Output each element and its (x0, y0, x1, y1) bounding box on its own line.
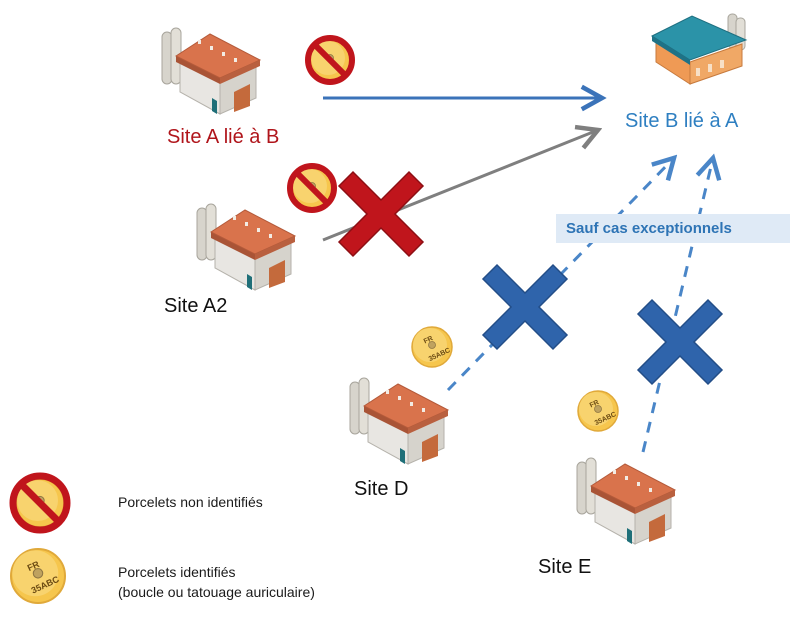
barn-icon-site-a (161, 27, 261, 115)
barn-icon-site-e (576, 457, 676, 545)
site-e-label: Site E (538, 556, 592, 578)
red-cross-icon (338, 171, 424, 257)
barn-icon-site-a2 (196, 203, 296, 291)
legend-identified-line2: (boucle ou tatouage auriculaire) (118, 584, 315, 600)
ear-tag-icon-site-e: FR 35ABC (577, 390, 619, 432)
arrow-e-to-b (641, 158, 713, 453)
tag-line1: FR (589, 399, 600, 409)
exception-note: Sauf cas exceptionnels (556, 214, 790, 243)
blue-cross-icon-e (637, 299, 723, 385)
barn-icon-site-d (349, 377, 449, 465)
forbidden-sign-icon-legend (9, 472, 71, 534)
site-d-label: Site D (354, 478, 409, 500)
ear-tag-icon-site-d: FR 35ABC (411, 326, 453, 368)
tag-line1: FR (26, 559, 42, 573)
tag-line1: FR (423, 335, 434, 345)
site-b-label: Site B lié à A (625, 110, 739, 132)
site-a-label: Site A lié à B (167, 126, 280, 148)
legend-identified-line1: Porcelets identifiés (118, 564, 236, 580)
barn-icon-site-b (651, 13, 747, 85)
forbidden-sign-icon-site-a (305, 35, 355, 85)
site-a2-label: Site A2 (164, 295, 228, 317)
legend-non-identified: Porcelets non identifiés (118, 494, 263, 510)
ear-tag-icon-legend: FR 35ABC (9, 547, 67, 605)
blue-cross-icon-d (482, 264, 568, 350)
forbidden-sign-icon-site-a2 (287, 163, 337, 213)
